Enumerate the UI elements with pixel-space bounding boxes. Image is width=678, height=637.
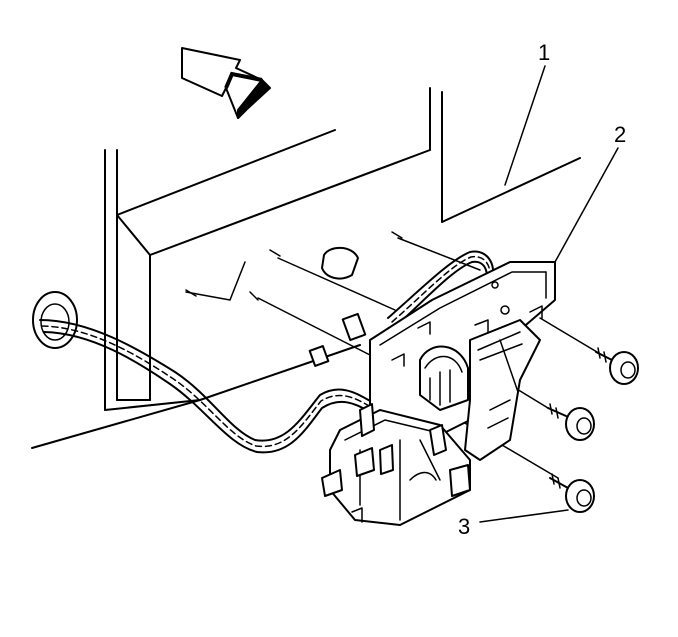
- latch-actuator: [321, 403, 471, 526]
- wiring-harness: [39, 246, 495, 454]
- body-panel: [31, 87, 581, 449]
- callout-3: 3: [458, 514, 470, 539]
- bolt-upper: [595, 347, 639, 385]
- direction-arrow-icon: [181, 47, 271, 119]
- callout-2: 2: [614, 122, 626, 147]
- bolt-lower: [549, 473, 595, 513]
- motor-housing: [419, 319, 541, 461]
- bolt-middle: [547, 403, 595, 441]
- callout-leaders: [479, 65, 619, 523]
- callout-1: 1: [538, 40, 550, 65]
- grommet-hole: [32, 291, 78, 349]
